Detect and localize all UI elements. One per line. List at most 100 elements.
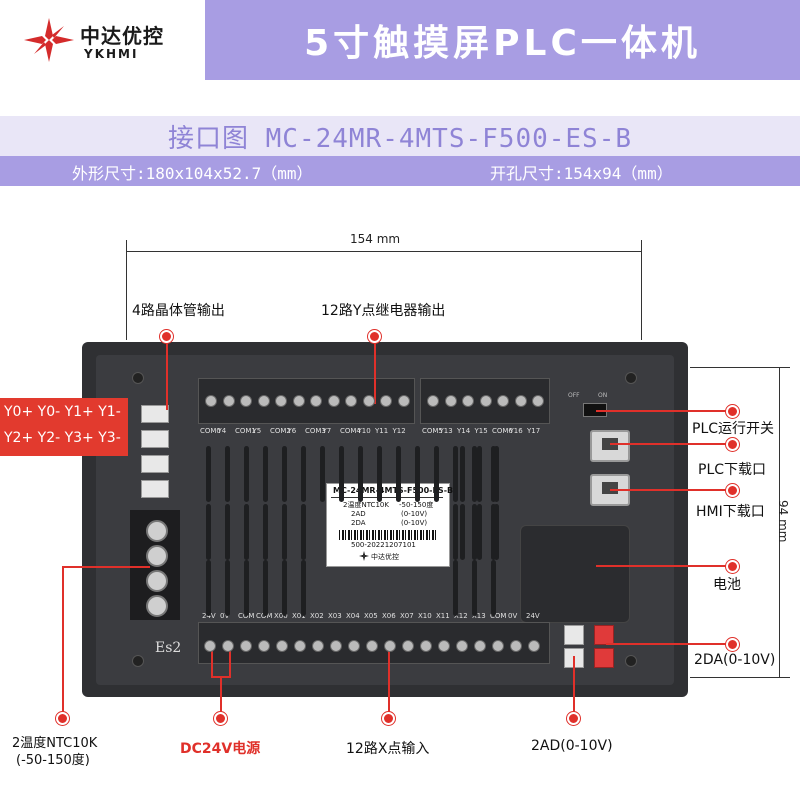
transistor-connector[interactable] (141, 455, 169, 473)
vent-slot (472, 560, 477, 616)
vent-slot (225, 446, 230, 502)
terminal-screw-icon (222, 640, 234, 652)
vent-slot (460, 504, 465, 560)
sticker-model: MC-24MR-4MTS-F500-ES-B (333, 486, 454, 495)
terminal-screw-icon (310, 395, 322, 407)
da-connector[interactable] (594, 625, 614, 645)
terminal-label: 24V (202, 612, 216, 620)
screw-icon (132, 655, 144, 667)
terminal-label: COM3 (305, 427, 326, 435)
vent-slot (491, 446, 496, 502)
terminal-label: X03 (328, 612, 342, 620)
terminal-screw-icon (444, 395, 457, 407)
plc-usb-port[interactable] (590, 430, 630, 462)
screw-icon (132, 372, 144, 384)
terminal-screw-icon (462, 395, 474, 407)
terminal-label: COM4 (340, 427, 361, 435)
vent-slot (472, 504, 477, 560)
transistor-connector[interactable] (141, 430, 169, 448)
title-banner: 5寸触摸屏PLC一体机 (205, 0, 800, 80)
terminal-screw-icon (510, 640, 522, 652)
callout-line (596, 410, 732, 412)
callout-battery: 电池 (713, 577, 741, 593)
vent-slot (396, 446, 401, 502)
terminal-screw-icon (456, 640, 468, 652)
terminal-label: COM1 (235, 427, 256, 435)
vent-slot (225, 504, 230, 560)
callout-line (606, 643, 732, 645)
vent-slot (434, 446, 439, 502)
vent-slot (339, 446, 344, 502)
callout-temp-line2: (-50-150度) (16, 753, 90, 768)
callout-line (220, 676, 222, 718)
terminal-label: X01 (292, 612, 306, 620)
product-label-sticker: MC-24MR-4MTS-F500-ES-B 2温度NTC10K -50-150… (326, 483, 454, 567)
vent-slot (494, 504, 499, 560)
terminal-screw-icon (205, 395, 217, 407)
callout-line (596, 565, 732, 567)
callout-line (166, 338, 168, 410)
terminal-label: X12 (454, 612, 468, 620)
callout-line (211, 646, 213, 676)
callout-line (374, 338, 376, 404)
transistor-connector[interactable] (141, 480, 169, 498)
terminal-label: Y12 (392, 427, 406, 435)
terminal-label: COM (490, 612, 507, 620)
logo-star-icon (24, 18, 74, 62)
vent-slot (282, 560, 287, 616)
terminal-label: Y5 (252, 427, 262, 435)
terminal-screw-icon (292, 395, 305, 407)
terminal-label: Y11 (375, 427, 389, 435)
ad-connector[interactable] (564, 625, 584, 645)
callout-line (229, 646, 231, 676)
vent-slot (477, 446, 482, 502)
dimensions-banner (0, 156, 800, 186)
terminal-screw-icon (240, 395, 252, 407)
vent-slot (491, 504, 496, 560)
vent-slot (206, 504, 211, 560)
terminal-screw-icon (345, 395, 357, 407)
height-dimension-line (779, 367, 780, 677)
battery-compartment[interactable] (520, 525, 630, 623)
vent-slot (320, 446, 325, 502)
vent-slot (282, 504, 287, 560)
callout-dot (726, 405, 739, 418)
terminal-label: COM5 (422, 427, 443, 435)
vent-slot (377, 446, 382, 502)
vent-slot (244, 560, 249, 616)
callout-dot (382, 712, 395, 725)
terminal-label: X02 (310, 612, 324, 620)
vent-slot (494, 446, 499, 502)
terminal-screw-icon (294, 640, 306, 652)
callout-line (62, 566, 150, 568)
terminal-label: Y16 (509, 427, 523, 435)
da-connector[interactable] (594, 648, 614, 668)
vent-slot (358, 446, 363, 502)
callout-dot (56, 712, 69, 725)
transistor-pins-row2: Y2+ Y2- Y3+ Y3- (4, 430, 121, 446)
vent-slot (263, 504, 268, 560)
terminal-screw-icon (257, 395, 270, 407)
callout-dot (368, 330, 381, 343)
terminal-screw-icon (146, 545, 168, 567)
terminal-label: Y4 (217, 427, 227, 435)
terminal-label: X05 (364, 612, 378, 620)
transistor-connector[interactable] (141, 405, 169, 423)
terminal-screw-icon (362, 395, 375, 407)
sticker-row2-left: 2AD (351, 510, 366, 518)
logo-english-name: YKHMI (84, 47, 139, 61)
height-dimension-tick-top (690, 367, 790, 368)
vent-slot (225, 560, 230, 616)
sticker-divider (331, 497, 443, 498)
callout-dot (726, 560, 739, 573)
callout-line (610, 443, 732, 445)
vent-slot (244, 446, 249, 502)
terminal-screw-icon (514, 395, 527, 407)
terminal-screw-icon (276, 640, 288, 652)
barcode (339, 530, 437, 540)
callout-plc-switch: PLC运行开关 (692, 421, 775, 437)
vent-slot (244, 504, 249, 560)
model-banner: 接口图 MC-24MR-4MTS-F500-ES-B (0, 116, 800, 156)
terminal-screw-icon (146, 595, 168, 617)
terminal-label: COM (238, 612, 255, 620)
